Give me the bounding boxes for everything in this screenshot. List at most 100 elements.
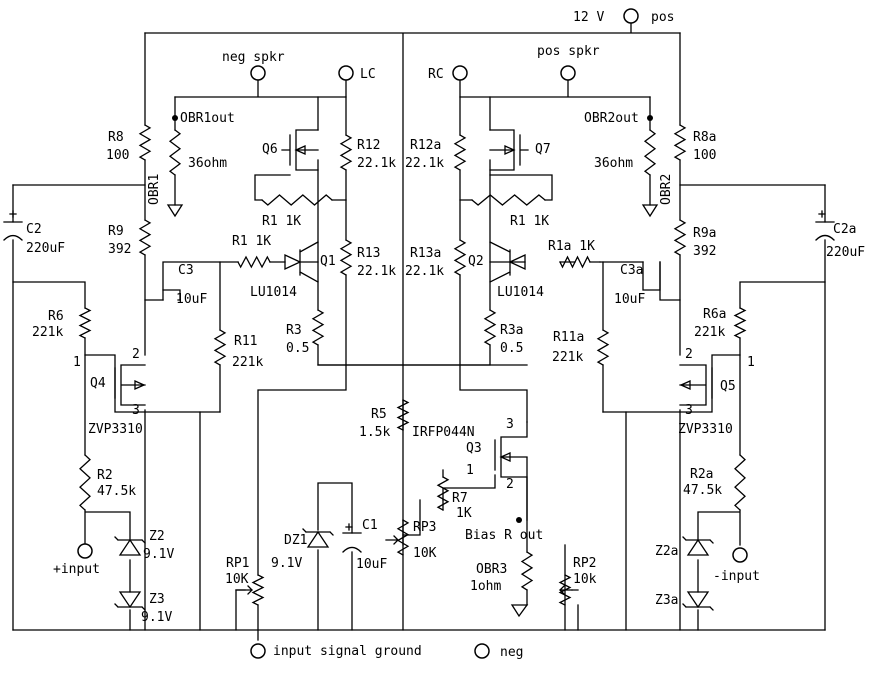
- label-r8a: R8a: [693, 130, 716, 145]
- resistor-obr3: [520, 551, 534, 591]
- label-c3-val: 10uF: [176, 292, 207, 307]
- capacitor-c2a: [815, 210, 835, 241]
- resistor-r1-q7: [471, 194, 546, 206]
- resistor-obr2-36ohm: [643, 129, 657, 176]
- label-minus-input: -input: [713, 569, 760, 584]
- resistor-r13a: [453, 239, 467, 276]
- resistor-r6: [78, 307, 92, 339]
- zener-dz1: [302, 528, 334, 548]
- label-r5-val: 1.5k: [359, 425, 390, 440]
- label-z2-val: 9.1V: [143, 547, 174, 562]
- label-c3a-val: 10uF: [614, 292, 645, 307]
- resistors: [78, 124, 747, 606]
- resistor-r12: [339, 134, 353, 171]
- mosfet-q6: [281, 129, 319, 171]
- label-z3: Z3: [149, 592, 165, 607]
- label-c1: C1: [362, 518, 378, 533]
- label-lc: LC: [360, 67, 376, 82]
- ground-symbols: [166, 204, 659, 618]
- terminal-rc: [452, 65, 468, 81]
- right-half-wiring: [317, 32, 826, 631]
- label-rp1-val: 10K: [225, 572, 249, 587]
- label-r8a-val: 100: [693, 148, 716, 163]
- label-r1a: R1a 1K: [548, 239, 595, 254]
- resistor-r12a: [453, 134, 467, 171]
- label-obr1out: OBR1out: [180, 111, 235, 126]
- capacitor-c2: [3, 210, 23, 241]
- terminal-plus-input: [77, 543, 93, 559]
- label-q1: Q1: [320, 254, 336, 269]
- label-rp2-val: 10k: [573, 572, 597, 587]
- label-pos: pos: [651, 10, 674, 25]
- label-r1-top: R1 1K: [262, 214, 301, 229]
- resistor-r1-q6: [261, 194, 333, 206]
- label-r13: R13: [357, 246, 380, 261]
- label-r2a-val: 47.5k: [683, 483, 722, 498]
- label-r6a: R6a: [703, 307, 726, 322]
- label-z2: Z2: [149, 529, 165, 544]
- label-r12a-val: 22.1k: [405, 156, 444, 171]
- mosfet-q3: [494, 421, 528, 521]
- label-c2: C2: [26, 222, 42, 237]
- transistors: [114, 129, 713, 521]
- resistor-r11: [213, 329, 227, 366]
- label-r7-val: 1K: [456, 506, 472, 521]
- label-lu1014-l: LU1014: [250, 285, 297, 300]
- label-q4: Q4: [90, 376, 106, 391]
- label-r8: R8: [108, 130, 124, 145]
- resistor-rp3: [396, 519, 410, 556]
- label-r6a-val: 221k: [694, 325, 725, 340]
- transistor-q1: [284, 241, 319, 283]
- label-q3-pin2: 2: [506, 477, 514, 492]
- label-r6: R6: [48, 309, 64, 324]
- label-r11: R11: [234, 334, 257, 349]
- label-obr3-val: 1ohm: [470, 579, 501, 594]
- label-obr2out: OBR2out: [584, 111, 639, 126]
- label-lu1014-r: LU1014: [497, 285, 544, 300]
- label-q3-pin1: 1: [466, 463, 474, 478]
- resistor-r11a: [596, 329, 610, 366]
- label-r8-val: 100: [106, 148, 129, 163]
- label-q3-pin3: 3: [506, 417, 514, 432]
- terminal-input-signal-ground: [250, 643, 266, 659]
- label-r2: R2: [97, 468, 113, 483]
- label-zvp-l: ZVP3310: [88, 422, 143, 437]
- label-irfp: IRFP044N: [412, 425, 475, 440]
- resistor-r1-q1: [237, 255, 271, 269]
- label-r3a: R3a: [500, 323, 523, 338]
- potentiometer-wipers: [235, 535, 573, 595]
- label-36ohm-r: 36ohm: [594, 156, 633, 171]
- label-plus-input: +input: [53, 562, 100, 577]
- label-q4-pin3: 3: [132, 403, 140, 418]
- power-rails: [12, 22, 826, 631]
- label-zvp-r: ZVP3310: [678, 422, 733, 437]
- terminal-pos-spkr: [560, 65, 576, 81]
- label-r3-val: 0.5: [286, 341, 309, 356]
- label-z2a: Z2a: [655, 544, 678, 559]
- resistor-r8: [138, 124, 152, 161]
- label-r12: R12: [357, 138, 380, 153]
- label-r3a-val: 0.5: [500, 341, 523, 356]
- label-c1-val: 10uF: [356, 557, 387, 572]
- label-q5: Q5: [720, 379, 736, 394]
- terminal-lc: [338, 65, 354, 81]
- label-r7: R7: [452, 491, 468, 506]
- resistor-r9: [138, 219, 152, 256]
- label-q7: Q7: [535, 142, 551, 157]
- zener-z2a: [682, 536, 714, 556]
- label-q3: Q3: [466, 441, 482, 456]
- label-q6: Q6: [262, 142, 278, 157]
- resistor-rp1: [251, 574, 265, 606]
- resistor-r5: [396, 399, 410, 431]
- label-obr2: OBR2: [659, 174, 674, 205]
- label-r9a-val: 392: [693, 244, 716, 259]
- label-r1-q7: R1 1K: [510, 214, 549, 229]
- label-r1-1k: R1 1K: [232, 234, 271, 249]
- transistor-q2: [489, 241, 526, 283]
- label-r12a: R12a: [410, 138, 441, 153]
- terminal-minus-input: [732, 547, 748, 563]
- zener-z2: [114, 536, 146, 556]
- label-neg-terminal: neg: [500, 645, 523, 660]
- label-rp3: RP3: [413, 520, 436, 535]
